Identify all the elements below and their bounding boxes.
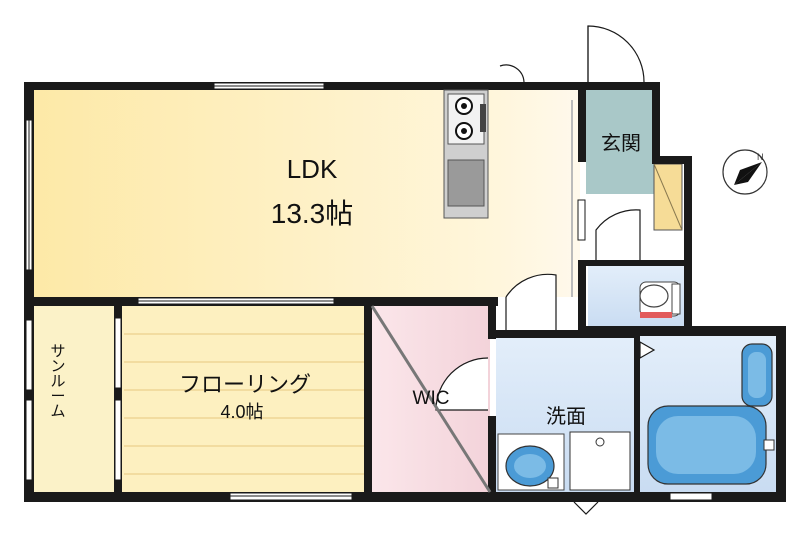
- sunroom-label: サンルーム: [50, 343, 66, 420]
- kitchen-unit: [443, 89, 489, 219]
- wic-label: WIC: [412, 388, 450, 409]
- wic-diagonal: [370, 305, 492, 493]
- washing-machine-space: [569, 431, 631, 491]
- bathtub: [647, 343, 775, 485]
- north-arrow-icon: N: [722, 149, 768, 195]
- flooring-area-label: 4.0帖: [220, 402, 264, 422]
- ldk-label: LDK: [286, 154, 338, 184]
- windows: [25, 82, 713, 501]
- doors: [435, 25, 656, 515]
- washroom-label: 洗面: [546, 406, 586, 428]
- shoe-cabinet-diagonal: [653, 163, 683, 231]
- toilet: [639, 281, 681, 318]
- flooring-planks: [124, 333, 364, 475]
- svg-text:N: N: [757, 152, 764, 162]
- genkan-label: 玄関: [601, 133, 641, 155]
- wash-basin: [497, 433, 565, 491]
- flooring-label: フローリング: [178, 372, 311, 397]
- ldk-floor: [34, 90, 580, 297]
- sunroom-floor: [34, 306, 116, 492]
- ldk-area-label: 13.3帖: [270, 198, 354, 229]
- genkan-floor: [586, 90, 654, 194]
- flooring-floor: [122, 306, 366, 492]
